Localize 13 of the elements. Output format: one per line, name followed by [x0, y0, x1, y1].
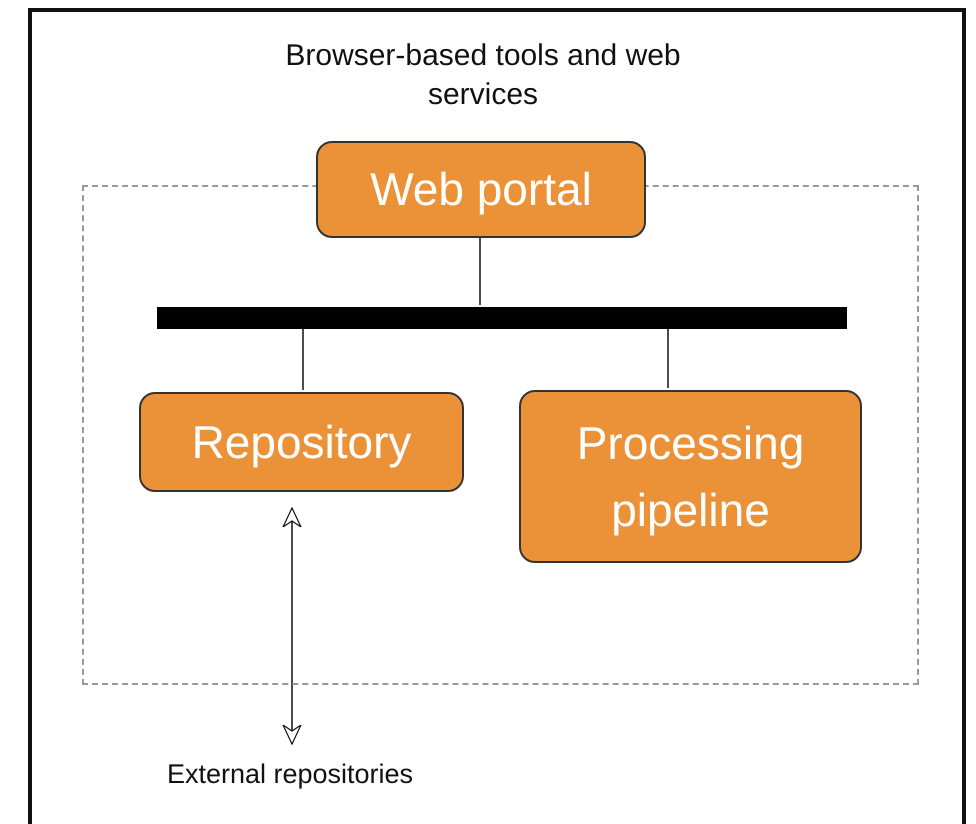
node-label: Processing pipeline — [576, 416, 806, 538]
process-box — [519, 390, 862, 563]
double-arrow — [282, 507, 302, 745]
caption-text: Browser-based tools and web services — [284, 38, 682, 113]
process-box — [316, 141, 646, 238]
node-label: Repository — [192, 414, 412, 470]
bus-bar — [157, 307, 847, 329]
connector-line — [479, 238, 481, 305]
node-label: Web portal — [370, 162, 592, 218]
process-box — [139, 392, 464, 492]
node-text: External repositories — [166, 758, 414, 790]
connector-line — [667, 327, 669, 388]
connector-line — [302, 327, 304, 390]
